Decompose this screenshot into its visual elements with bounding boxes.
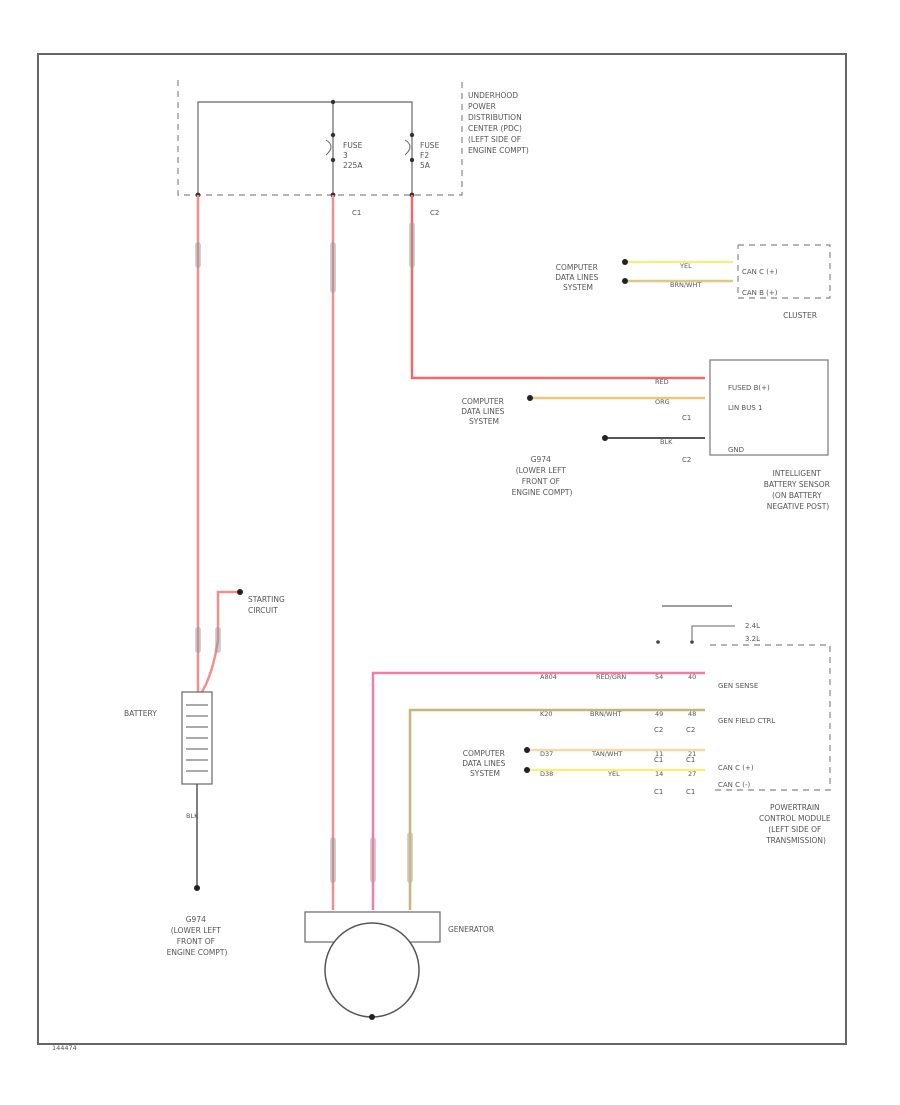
battery-ground-label: G974 (LOWER LEFT FRONT OF ENGINE COMPT) <box>167 915 228 957</box>
pcm-wire-color-2: BRN/WHT <box>590 710 621 718</box>
pcm-conn-right-1: C2 <box>686 726 695 734</box>
battery-label: BATTERY <box>124 709 157 718</box>
pcm-wire-code-1: A804 <box>540 673 557 681</box>
pcm-pin-can-l: CAN C (-) <box>718 781 751 789</box>
pcm-conn-left-1: C2 <box>654 726 663 734</box>
cluster-wire-yel-label: YEL <box>679 262 692 270</box>
ibs-wire-org-label: ORG <box>655 398 670 406</box>
pcm-pin-right-3: 21 <box>688 750 696 758</box>
pcm-conn-right-2: C1 <box>686 756 695 764</box>
starting-circuit-label: STARTING CIRCUIT <box>248 595 287 615</box>
ibs-conn-c2: C2 <box>682 456 691 464</box>
ibs-pin-2: LIN BUS 1 <box>728 404 762 412</box>
cluster-pin-2: CAN B (+) <box>742 289 778 297</box>
ibs-wire-red-label: RED <box>655 378 669 386</box>
ibs-pin-3: GND <box>728 446 744 454</box>
wire-ibs-feed <box>410 195 705 380</box>
pcm-pin-right-2: 48 <box>688 710 696 718</box>
pcm-title: POWERTRAIN CONTROL MODULE (LEFT SIDE OF … <box>759 803 833 845</box>
cluster-wire-brn-label: BRN/WHT <box>670 281 701 289</box>
ibs-conn-c1: C1 <box>682 414 691 422</box>
pcm-conn-right-3: C1 <box>686 788 695 796</box>
wire-gen-sense <box>371 671 705 910</box>
pcm-pin-gen-sense: GEN SENSE <box>718 682 758 690</box>
pdc-pin-b: C2 <box>430 209 439 217</box>
pcm-conn-left-3: C1 <box>654 788 663 796</box>
footer-code: 144474 <box>52 1044 77 1052</box>
generator-label: GENERATOR <box>448 925 494 934</box>
pcm-engine-label-2: 3.2L <box>745 635 760 643</box>
pcm-wire-code-4: D38 <box>540 770 553 778</box>
wire-tick-marks <box>195 222 415 883</box>
pcm-pin-left-4: 14 <box>655 770 663 778</box>
cluster-pin-1: CAN C (+) <box>742 268 778 276</box>
pdc-pin-a: C1 <box>352 209 361 217</box>
cluster-title: CLUSTER <box>783 311 817 320</box>
ibs-box <box>709 359 829 456</box>
pcm-wire-code-2: K20 <box>540 710 553 718</box>
pcm-engine-bracket <box>691 625 735 640</box>
pcm-wire-color-4: YEL <box>607 770 620 778</box>
pdc-label: UNDERHOOD POWER DISTRIBUTION CENTER (PDC… <box>468 91 529 155</box>
battery-symbol <box>181 691 213 785</box>
pcm-wire-code-3: D37 <box>540 750 553 758</box>
ibs-title: INTELLIGENT BATTERY SENSOR (ON BATTERY N… <box>764 469 833 511</box>
pcm-pin-can-h: CAN C (+) <box>718 764 754 772</box>
pcm-pin-left-2: 49 <box>655 710 663 718</box>
pcm-pin-right-1: 40 <box>688 673 696 681</box>
pcm-pin-left-3: 11 <box>655 750 663 758</box>
ibs-computer-label: COMPUTER DATA LINES SYSTEM <box>461 397 507 426</box>
cluster-computer-label: COMPUTER DATA LINES SYSTEM <box>555 263 601 292</box>
generator-symbol <box>304 911 441 1020</box>
cluster-box <box>737 244 831 299</box>
pcm-pin-gen-field: GEN FIELD CTRL <box>718 717 775 725</box>
pcm-conn-left-2: C1 <box>654 756 663 764</box>
battery-ground-wire-label: BLK <box>186 812 199 820</box>
ibs-ground-label: G974 (LOWER LEFT FRONT OF ENGINE COMPT) <box>512 455 573 497</box>
diagram-frame <box>37 53 847 1045</box>
pcm-wire-color-1: RED/GRN <box>596 673 626 681</box>
wire-starting <box>198 590 240 696</box>
ibs-pin-1: FUSED B(+) <box>728 384 770 392</box>
pcm-computer-label: COMPUTER DATA LINES SYSTEM <box>462 749 508 778</box>
pdc-box <box>177 80 463 198</box>
pcm-pin-left-1: 54 <box>655 673 663 681</box>
fuse-b-label: FUSE F2 5A <box>420 141 442 170</box>
pcm-engine-label-1: 2.4L <box>745 622 760 630</box>
ibs-wire-blk-label: BLK <box>660 438 673 446</box>
pcm-wire-color-3: TAN/WHT <box>591 750 622 758</box>
fuse-a-label: FUSE 3 225A <box>343 141 365 170</box>
pcm-pin-right-4: 27 <box>688 770 696 778</box>
pcm-box <box>710 644 831 791</box>
wire-gen-field <box>408 708 705 910</box>
